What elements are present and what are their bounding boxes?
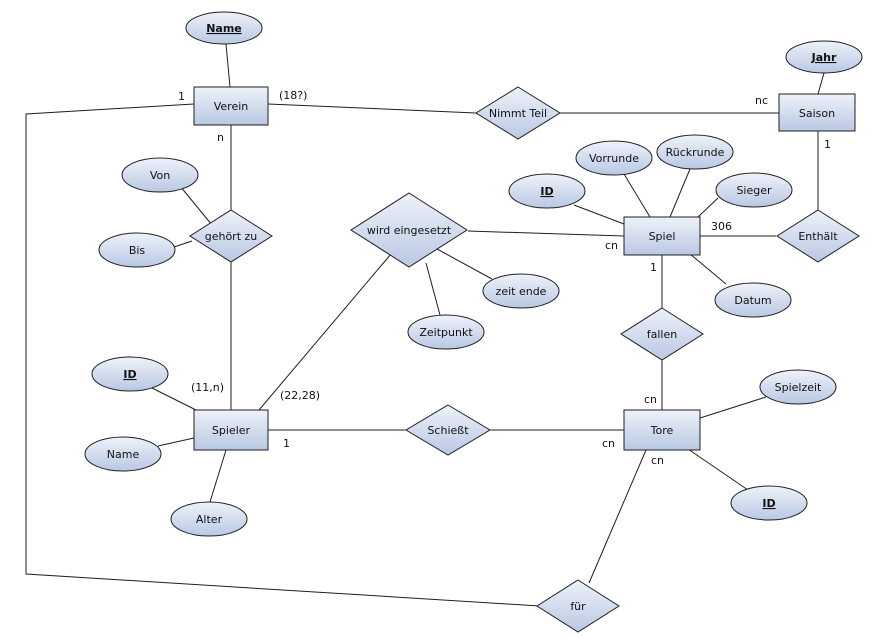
relationship-enthaelt-label: Enthält xyxy=(798,230,838,243)
edge-wird-spiel xyxy=(467,230,625,237)
edge-verein-nimmt-teil xyxy=(267,103,477,114)
entity-verein-label: Verein xyxy=(214,100,249,113)
entity-spieler[interactable]: Spieler xyxy=(193,409,269,451)
entity-spiel[interactable]: Spiel xyxy=(623,216,701,256)
relationship-fuer-label: für xyxy=(570,600,586,613)
relationship-fuer[interactable]: für xyxy=(536,579,620,633)
entity-saison[interactable]: Saison xyxy=(778,93,856,132)
cardinality-spiel-wird: cn xyxy=(605,239,618,252)
entity-tore[interactable]: Tore xyxy=(623,409,701,451)
attribute-alter[interactable]: Alter xyxy=(170,501,248,537)
edges xyxy=(25,43,825,607)
cardinality-tore-schiesst: cn xyxy=(602,437,615,450)
attribute-zeit-ende-label: zeit ende xyxy=(496,285,547,298)
relationship-nimmt-teil-label: Nimmt Teil xyxy=(489,107,547,120)
entity-spieler-label: Spieler xyxy=(212,424,251,437)
edge-spiel-rueckrunde xyxy=(669,168,691,218)
attribute-tore-id-label: ID xyxy=(762,497,775,510)
relationship-nimmt-teil[interactable]: Nimmt Teil xyxy=(475,86,561,140)
attribute-alter-label: Alter xyxy=(196,513,223,526)
attribute-verein-name-label: Name xyxy=(206,22,242,35)
relationship-gehoert-zu-label: gehört zu xyxy=(205,230,258,243)
attribute-vorrunde-label: Vorrunde xyxy=(589,152,639,165)
attribute-sieger-label: Sieger xyxy=(736,184,772,197)
attribute-sieger[interactable]: Sieger xyxy=(715,172,793,208)
edge-bis-gehoert xyxy=(173,240,193,248)
edge-tore-spielzeit xyxy=(699,396,767,419)
cardinality-spieler-schiesst: 1 xyxy=(283,437,290,450)
edge-spieler-id xyxy=(149,386,197,411)
attribute-spieler-name[interactable]: Name xyxy=(84,436,162,472)
cardinality-spieler-wird: (22,28) xyxy=(280,389,320,402)
cardinality-spiel-enthaelt: 306 xyxy=(711,220,732,233)
edge-verein-name xyxy=(225,43,231,88)
attribute-spielzeit-label: Spielzeit xyxy=(775,381,822,394)
cardinality-saison-nimmt: nc xyxy=(755,94,768,107)
attribute-verein-name[interactable]: Name xyxy=(185,11,263,45)
attribute-datum[interactable]: Datum xyxy=(714,282,792,318)
edge-tore-fuer xyxy=(588,449,647,584)
attribute-saison-jahr[interactable]: Jahr xyxy=(785,40,863,74)
edge-spiel-datum xyxy=(689,253,727,285)
cardinality-verein-fuer: 1 xyxy=(178,90,185,103)
attribute-spiel-id-label: ID xyxy=(540,185,553,198)
edge-von-gehoert xyxy=(179,185,213,226)
attribute-zeitpunkt-label: Zeitpunkt xyxy=(419,326,473,339)
relationship-fallen[interactable]: fallen xyxy=(620,307,704,361)
edge-wird-zeitpunkt xyxy=(425,262,441,316)
attribute-spieler-id[interactable]: ID xyxy=(91,356,169,392)
attribute-saison-jahr-label: Jahr xyxy=(811,51,837,64)
edge-verein-fuer xyxy=(25,103,541,607)
entity-spiel-label: Spiel xyxy=(649,230,676,243)
edge-wird-spieler xyxy=(258,253,392,411)
cardinalities: 1 (18?) nc n 1 306 cn 1 (11,n) (22,28) 1… xyxy=(178,89,831,467)
attribute-spiel-id[interactable]: ID xyxy=(508,173,586,209)
cardinality-saison-enthaelt: 1 xyxy=(824,138,831,151)
relationship-schiesst[interactable]: Schießt xyxy=(405,404,491,456)
entity-saison-label: Saison xyxy=(799,107,835,120)
edge-wird-zeit-ende xyxy=(436,248,493,280)
attribute-bis[interactable]: Bis xyxy=(98,232,176,268)
edge-spiel-sieger xyxy=(697,197,719,218)
attribute-von-label: Von xyxy=(150,169,170,182)
edge-saison-jahr xyxy=(817,72,825,95)
attribute-tore-id[interactable]: ID xyxy=(730,485,808,521)
attribute-rueckrunde[interactable]: Rückrunde xyxy=(656,134,734,170)
edge-spieler-alter xyxy=(209,449,227,503)
relationship-gehoert-zu[interactable]: gehört zu xyxy=(189,209,273,263)
entity-tore-label: Tore xyxy=(650,424,674,437)
edge-spieler-name xyxy=(157,437,195,447)
entity-verein[interactable]: Verein xyxy=(193,86,269,126)
cardinality-tore-fallen: cn xyxy=(644,393,657,406)
edge-spiel-id xyxy=(573,204,625,225)
cardinality-tore-fuer: cn xyxy=(651,454,664,467)
edge-spiel-vorrunde xyxy=(623,173,651,218)
attribute-zeitpunkt[interactable]: Zeitpunkt xyxy=(407,314,485,350)
cardinality-verein-nimmt: (18?) xyxy=(279,89,307,102)
attribute-rueckrunde-label: Rückrunde xyxy=(666,146,725,159)
cardinality-spiel-fallen: 1 xyxy=(650,261,657,274)
attribute-bis-label: Bis xyxy=(129,244,146,257)
cardinality-verein-gehoert: n xyxy=(217,131,224,144)
attribute-datum-label: Datum xyxy=(734,294,771,307)
attribute-von[interactable]: Von xyxy=(121,157,199,193)
attribute-spieler-name-label: Name xyxy=(107,448,140,461)
attribute-vorrunde[interactable]: Vorrunde xyxy=(575,140,653,176)
attribute-spieler-id-label: ID xyxy=(123,368,136,381)
relationship-wird-eingesetzt-label: wird eingesetzt xyxy=(367,224,452,237)
edge-tore-id xyxy=(687,448,749,491)
relationship-enthaelt[interactable]: Enthält xyxy=(776,209,860,263)
relationship-wird-eingesetzt[interactable]: wird eingesetzt xyxy=(350,192,468,268)
relationship-fallen-label: fallen xyxy=(647,328,677,341)
relationship-schiesst-label: Schießt xyxy=(427,424,469,437)
attribute-spielzeit[interactable]: Spielzeit xyxy=(759,369,837,405)
cardinality-spieler-gehoert: (11,n) xyxy=(191,381,224,394)
attribute-zeit-ende[interactable]: zeit ende xyxy=(482,273,560,309)
